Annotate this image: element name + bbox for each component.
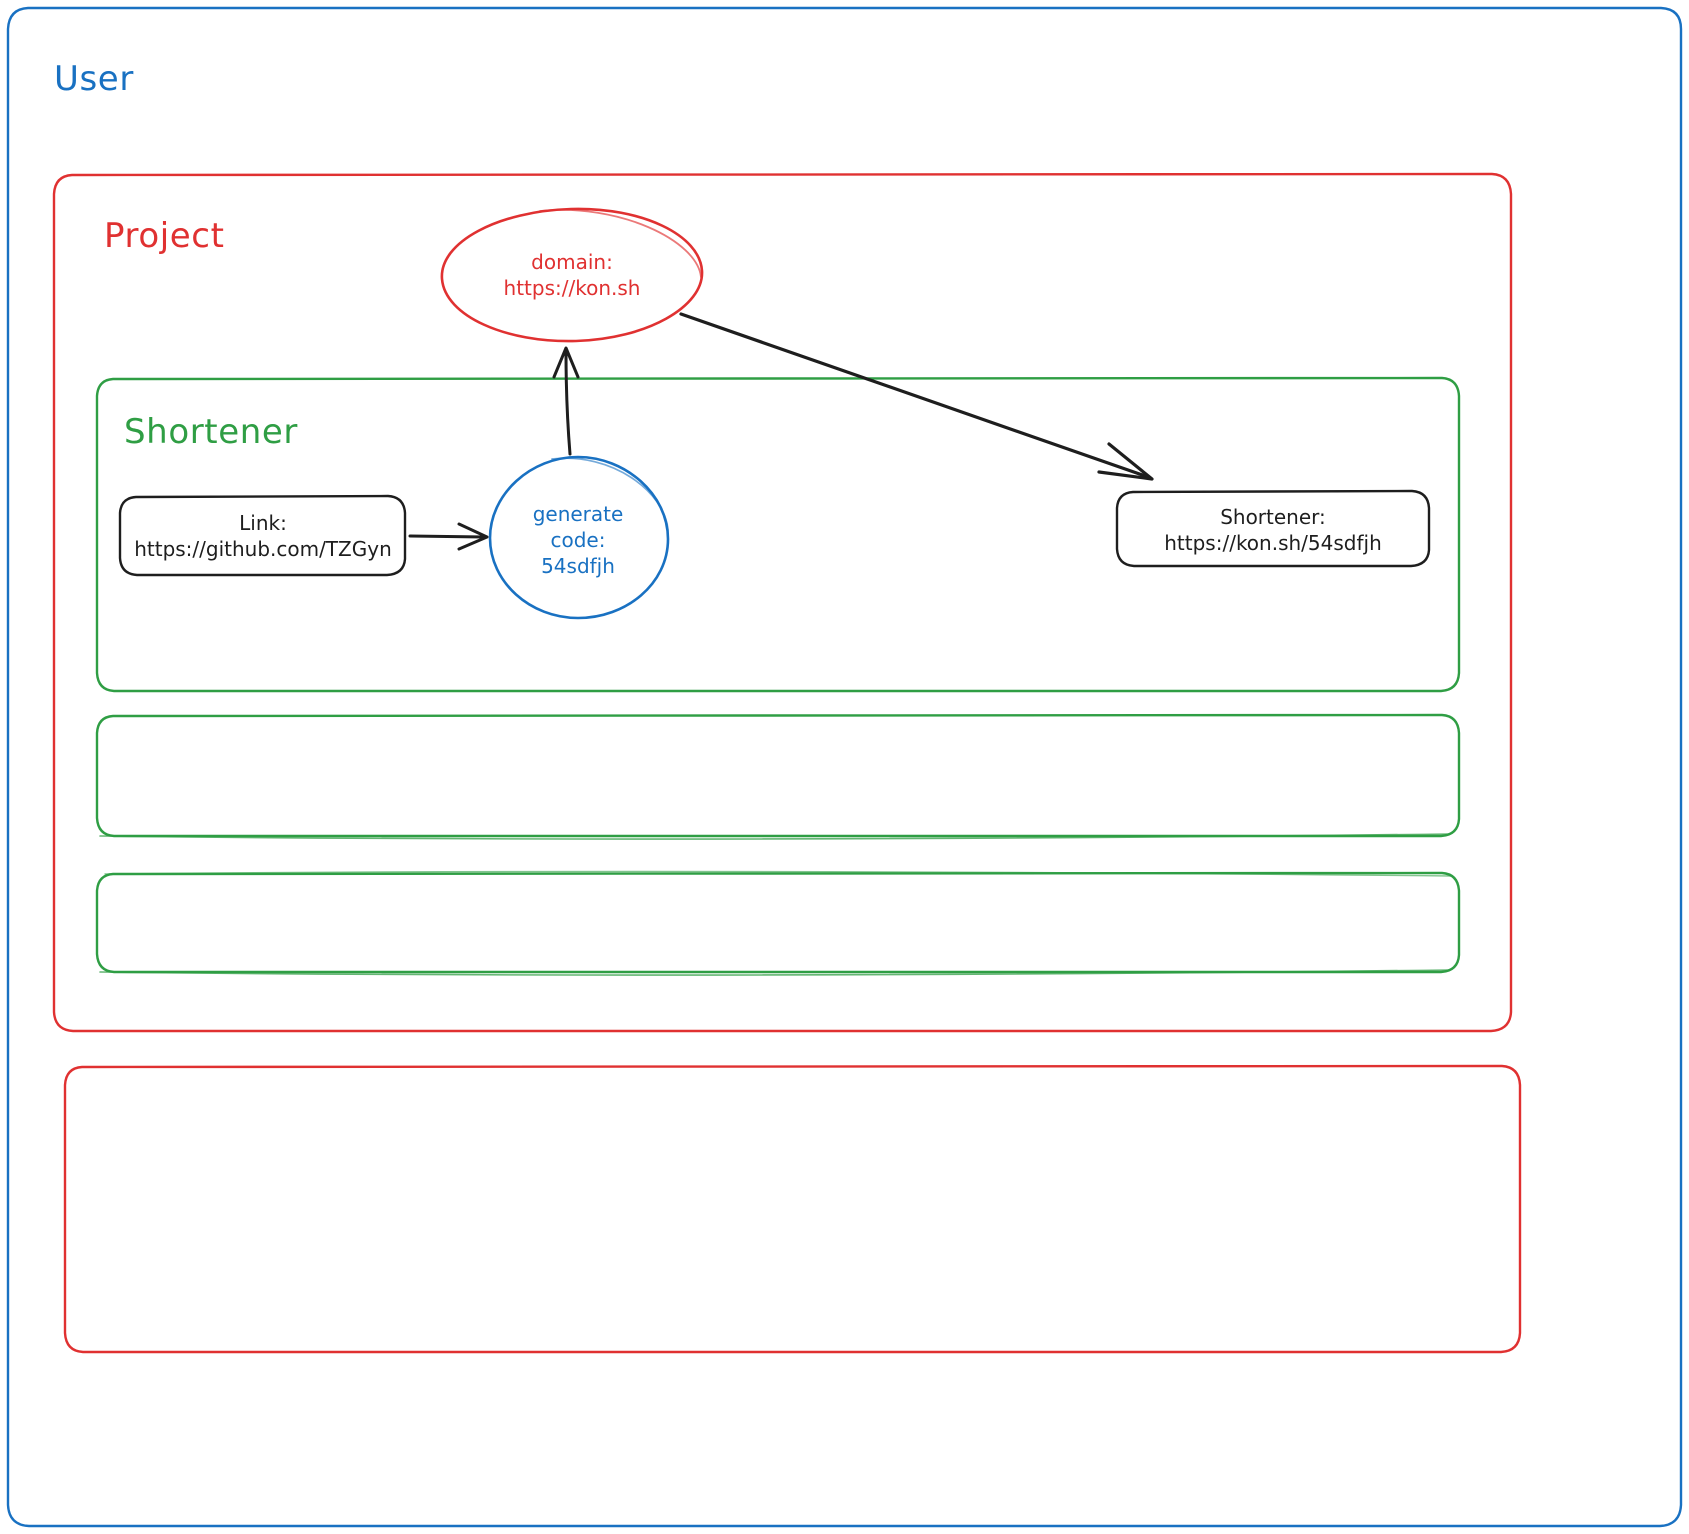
frame-empty-green-1-outline[interactable] bbox=[95, 713, 1461, 840]
node-domain-label-line1: domain: bbox=[531, 250, 613, 274]
arrow-domain-to-short-url[interactable] bbox=[679, 312, 1154, 481]
frame-user-label: User bbox=[54, 59, 134, 99]
node-short-url-label-line1: Shortener: bbox=[1220, 505, 1326, 529]
node-generate-code-label-line2: code: bbox=[550, 528, 606, 552]
arrow-generate-code-to-domain[interactable] bbox=[552, 346, 580, 456]
frame-project-label: Project bbox=[104, 216, 225, 256]
node-short-url-label-line2: https://kon.sh/54sdfjh bbox=[1164, 531, 1382, 555]
arrow-link-to-generate-code[interactable] bbox=[408, 522, 489, 551]
frame-empty-red-1-outline[interactable] bbox=[63, 1064, 1522, 1354]
frame-empty-green-2-outline[interactable] bbox=[95, 870, 1461, 976]
node-generate-code-label-line3: 54sdfjh bbox=[541, 554, 615, 578]
node-domain-label-line2: https://kon.sh bbox=[503, 276, 641, 300]
node-generate-code-label-line1: generate bbox=[532, 502, 624, 526]
node-link-label-line2: https://github.com/TZGyn bbox=[134, 537, 392, 561]
frame-project-outline[interactable] bbox=[52, 172, 1513, 1033]
node-link-label-line1: Link: bbox=[239, 511, 287, 535]
frame-shortener-label: Shortener bbox=[124, 412, 299, 452]
